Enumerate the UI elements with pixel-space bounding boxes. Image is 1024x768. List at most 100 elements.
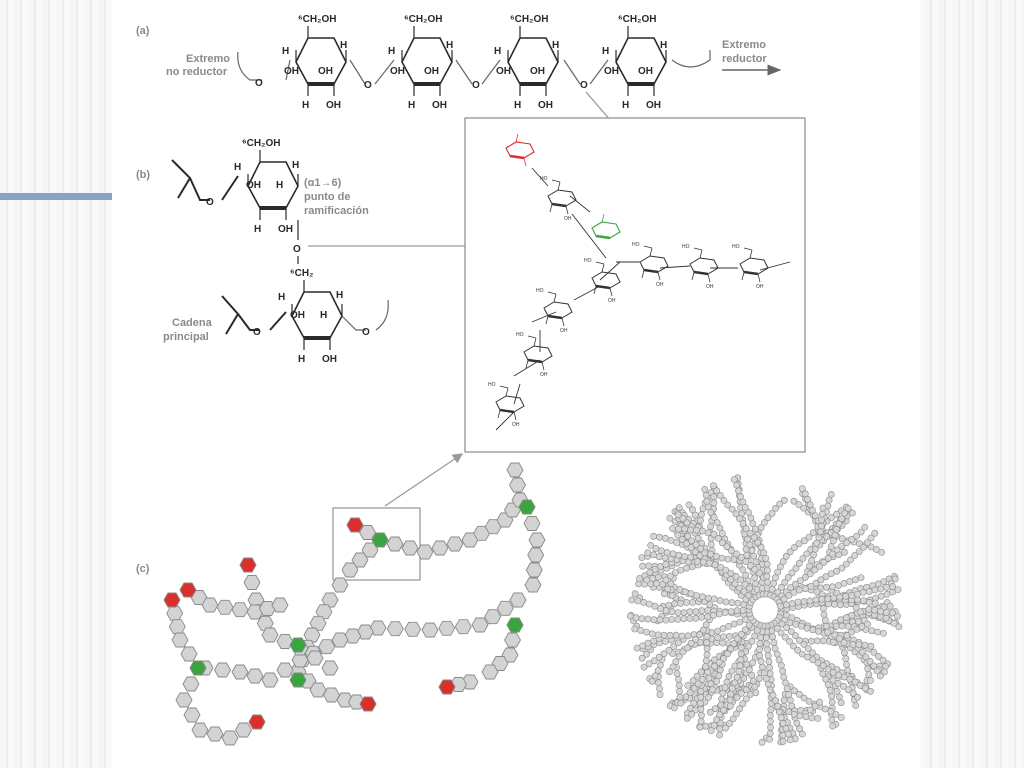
glucose-bead (894, 586, 902, 593)
glucose-bead (831, 601, 838, 608)
glucose-bead (737, 644, 745, 652)
glucose-bead (697, 699, 704, 707)
svg-text:H: H (408, 100, 415, 111)
glucose-unit (504, 632, 521, 648)
glucose-bead (757, 634, 764, 641)
glucose-unit (401, 540, 419, 556)
glucose-unit (231, 602, 249, 618)
glucose-bead (803, 624, 811, 632)
glucose-bead (672, 631, 680, 639)
glucose-bead (842, 614, 850, 622)
panel-a-tag: (a) (136, 25, 150, 37)
glucose-bead (741, 626, 749, 634)
glucose-bead (655, 679, 662, 687)
glucose-bead (721, 684, 729, 691)
alpha-1-6-label: (α1→6) (304, 177, 342, 189)
glucose-bead (673, 539, 680, 546)
glucose-bead (788, 569, 796, 577)
glucose-bead (882, 663, 889, 670)
glucose-bead (855, 641, 863, 648)
glucose-bead (737, 554, 745, 561)
glucose-bead (861, 641, 869, 649)
glucose-bead (714, 634, 722, 642)
glucose-bead (763, 572, 771, 580)
glucose-bead (833, 567, 841, 575)
glucose-bead (664, 585, 672, 593)
glucose-bead (718, 554, 726, 562)
glucose-bead (867, 543, 875, 551)
glucose-bead (739, 566, 747, 574)
glucose-bead (891, 575, 899, 583)
glucose-bead (728, 505, 736, 513)
glucose-bead (775, 708, 783, 716)
glucose-bead (689, 563, 696, 571)
glucose-bead (740, 588, 748, 595)
glucose-bead (655, 653, 663, 661)
glucose-bead (855, 548, 863, 555)
glucose-bead (805, 698, 813, 705)
glucose-bead (655, 553, 663, 561)
glucose-bead (766, 686, 774, 694)
branch-point-unit (518, 499, 536, 515)
glucose-bead (673, 670, 681, 677)
glucose-bead (651, 602, 659, 610)
glucose-bead (737, 576, 745, 584)
glucose-bead (786, 548, 794, 556)
glucose-bead (638, 654, 646, 662)
glucose-bead (849, 509, 856, 517)
glucose-bead (722, 566, 730, 574)
glucose-bead (748, 671, 756, 679)
glucose-bead (764, 652, 772, 660)
glucose-bead (661, 590, 668, 598)
glucose-bead (675, 525, 682, 533)
glucose-bead (833, 526, 840, 533)
glucose-bead (696, 723, 704, 731)
glucose-bead (786, 736, 794, 744)
branch-point-unit (289, 672, 307, 688)
glucose-bead (719, 639, 727, 647)
glucose-bead (634, 597, 642, 605)
glucose-bead (746, 584, 753, 592)
panel-a: (a) Extremo no reductor Extremo reductor… (136, 14, 782, 269)
glucose-bead (796, 577, 804, 584)
glucose-bead (881, 668, 888, 676)
glucose-bead (654, 631, 662, 639)
glucose-bead (675, 551, 683, 559)
glucose-bead (860, 597, 867, 604)
glucose-bead (811, 702, 819, 710)
glucose-bead (763, 560, 771, 568)
glucose-bead (768, 585, 776, 593)
glucose-bead (787, 628, 795, 635)
glucose-bead (680, 609, 688, 617)
glucose-bead (854, 596, 861, 604)
glucose-bead (702, 491, 710, 499)
glucose-bead (745, 509, 752, 516)
glucose-bead (827, 543, 835, 550)
glucose-bead (829, 638, 837, 646)
glucose-bead (776, 500, 784, 508)
glucose-bead (707, 550, 715, 558)
glucose-bead (771, 645, 779, 652)
glucose-ring-a4: ⁶CH₂OH H H OH OH H OH (602, 14, 668, 111)
glucose-bead (703, 497, 711, 505)
glucose-bead (786, 696, 794, 704)
glucose-bead (837, 699, 845, 707)
glucose-bead (729, 715, 737, 723)
glucose-unit (331, 577, 349, 593)
glucose-bead (867, 677, 874, 684)
glucose-bead (745, 642, 752, 650)
glucose-bead (683, 519, 691, 527)
branch-point-unit (189, 660, 207, 676)
reducing-end-label: Extremo (722, 39, 766, 51)
glucose-bead (814, 659, 822, 667)
glucose-unit (509, 592, 527, 608)
glucose-bead (780, 696, 788, 704)
glucose-bead (812, 579, 820, 587)
glucose-bead (689, 599, 696, 606)
glucose-bead (669, 550, 677, 558)
glucose-bead (707, 541, 715, 548)
glucose-bead (687, 526, 694, 534)
glucose-bead (846, 578, 854, 585)
glucose-bead (736, 662, 744, 670)
glucose-bead (674, 531, 682, 539)
